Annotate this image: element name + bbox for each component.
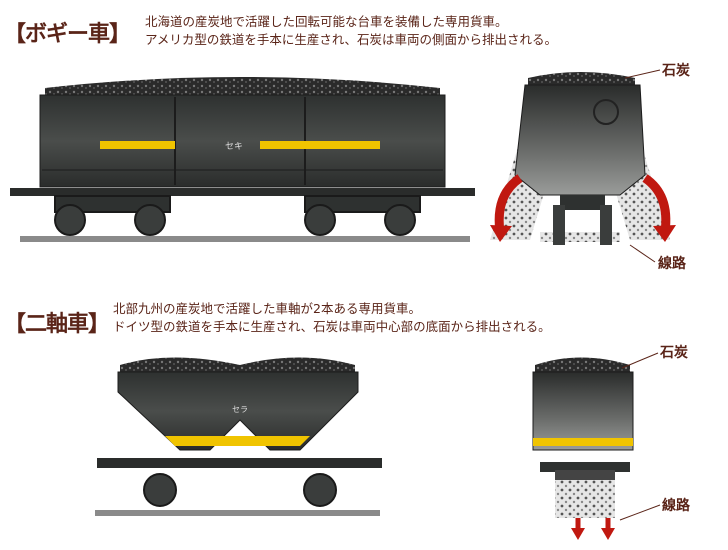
- two-axle-label-coal: 石炭: [660, 345, 688, 361]
- discharge-arrow-right: [642, 174, 671, 233]
- ballast: [490, 140, 670, 240]
- rail: [95, 510, 380, 516]
- end-body: [532, 371, 634, 451]
- bogie-car-end-view: [490, 69, 676, 263]
- ballast: [555, 478, 615, 518]
- bogie-label-track: 線路: [658, 256, 686, 272]
- bogie-title: 【ボギー車】: [4, 22, 131, 47]
- two-axle-title: 【二軸車】: [4, 312, 110, 337]
- two-axle-car-side-view: セラ: [95, 357, 382, 516]
- hopper-body: [117, 371, 359, 451]
- discharge-arrow-left: [571, 528, 585, 540]
- car-mark: セラ: [232, 405, 248, 414]
- rail: [20, 236, 470, 242]
- coal-load: [45, 77, 440, 96]
- discharge-arrow-left: [494, 174, 523, 233]
- bogie-description-line2: アメリカ型の鉄道を手本に生産され、石炭は車両の側面から排出される。: [145, 32, 558, 47]
- two-axle-description-line1: 北部九州の産炭地で活躍した車軸が2本ある専用貨車。: [113, 301, 421, 316]
- bogie-car-side-view: セキ: [10, 77, 475, 242]
- wheels: [143, 473, 337, 507]
- yellow-stripe: [260, 141, 380, 149]
- bogie-label-coal: 石炭: [662, 63, 690, 79]
- bogie-description-line1: 北海道の産炭地で活躍した回転可能な台車を装備した専用貨車。: [145, 14, 508, 29]
- wheels: [54, 195, 421, 236]
- discharge-arrow-right: [601, 528, 615, 540]
- yellow-stripe: [165, 436, 310, 446]
- two-axle-description-line2: ドイツ型の鉄道を手本に生産され、石炭は車両中心部の底面から排出される。: [113, 319, 551, 334]
- yellow-stripe: [100, 141, 175, 149]
- two-axle-label-track: 線路: [662, 498, 690, 514]
- end-body: [514, 84, 646, 196]
- two-axle-car-end-view: [532, 352, 661, 540]
- brake-wheel-icon: [593, 99, 619, 125]
- car-mark: セキ: [225, 141, 243, 152]
